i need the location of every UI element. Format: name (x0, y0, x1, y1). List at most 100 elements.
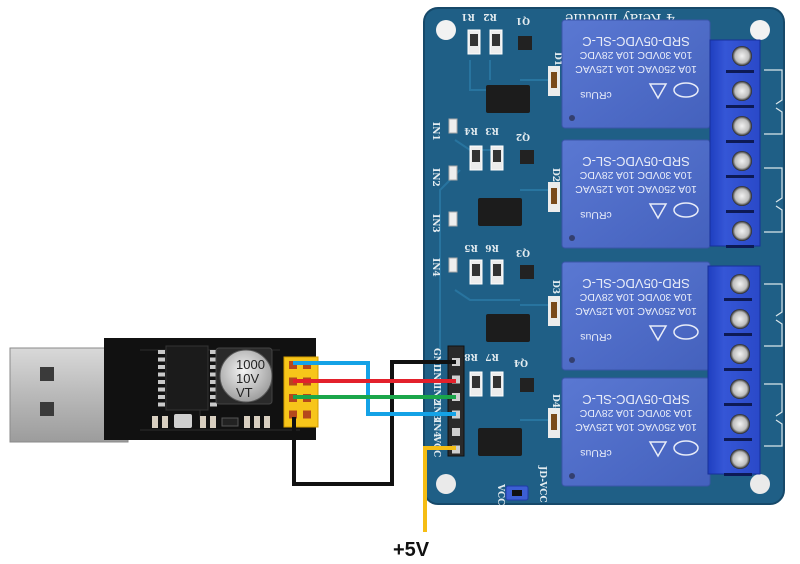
svg-text:10A 250VAC 10A 125VAC: 10A 250VAC 10A 125VAC (575, 183, 697, 195)
svg-text:JD-VCC: JD-VCC (537, 465, 547, 503)
svg-text:D1: D1 (552, 52, 562, 66)
svg-text:Q2: Q2 (516, 131, 530, 141)
svg-text:SRD-05VDC-SL-C: SRD-05VDC-SL-C (582, 392, 690, 407)
svg-text:SRD-05VDC-SL-C: SRD-05VDC-SL-C (582, 154, 690, 169)
optocoupler (486, 85, 530, 113)
svg-text:R8: R8 (464, 351, 478, 361)
svg-text:IN3: IN3 (431, 402, 441, 421)
svg-text:R6: R6 (485, 242, 499, 252)
wire-gnd-black (292, 360, 456, 486)
svg-text:D2: D2 (550, 168, 560, 182)
svg-text:IN1: IN1 (430, 122, 440, 141)
relays: SRD-05VDC-SL-C 10A 30VDC 10A 28VDC 10A 2… (561, 19, 711, 487)
mounting-hole (750, 474, 770, 494)
channel-3-components: R5 R6 Q3 D3 (464, 242, 560, 342)
svg-text:IN1: IN1 (431, 368, 441, 387)
terminal-block-bottom (707, 265, 761, 476)
header-pin-in4[interactable] (452, 428, 460, 436)
adapter-pin[interactable] (303, 410, 311, 419)
wire-in3-blue (293, 361, 456, 416)
svg-text:Q3: Q3 (516, 247, 530, 257)
channel-1-components: R1 R2 Q1 D1 (461, 11, 562, 113)
relay-module-board: 4 Relay module IN1 IN2 IN3 IN4 (423, 7, 785, 505)
terminal-screw[interactable] (732, 46, 752, 66)
crystal (174, 414, 192, 428)
channel-4-components: R8 R7 Q4 D4 (464, 351, 560, 456)
cqc-mark-icon (673, 202, 699, 218)
channel-2-components: R4 R3 Q2 D2 (464, 125, 560, 226)
svg-text:10A 30VDC 10A 28VDC: 10A 30VDC 10A 28VDC (579, 407, 692, 419)
led-in3 (448, 211, 458, 227)
terminal-screw[interactable] (730, 344, 750, 364)
svg-text:IN4: IN4 (430, 258, 440, 277)
cqc-mark-icon (673, 324, 699, 340)
electrolytic-capacitor: 1000 10V VT (215, 347, 273, 405)
svg-text:D3: D3 (550, 280, 560, 294)
terminal-screw[interactable] (730, 309, 750, 329)
terminal-screw[interactable] (732, 221, 752, 241)
terminal-screw[interactable] (730, 414, 750, 434)
terminal-block-top (709, 39, 761, 248)
wires (292, 360, 456, 532)
svg-text:R2: R2 (483, 11, 497, 21)
warning-triangle-icon (648, 325, 668, 342)
terminal-screw[interactable] (732, 81, 752, 101)
status-leds (448, 118, 458, 273)
svg-text:IN4: IN4 (431, 419, 441, 438)
svg-text:VT: VT (236, 385, 253, 400)
terminal-screw[interactable] (730, 379, 750, 399)
svg-text:cRUus: cRUus (580, 209, 612, 221)
svg-text:D4: D4 (550, 394, 560, 408)
terminal-screw[interactable] (730, 274, 750, 294)
svg-text:IN2: IN2 (431, 385, 441, 404)
led-in2 (448, 165, 458, 181)
relay-k1: SRD-05VDC-SL-C 10A 30VDC 10A 28VDC 10A 2… (561, 19, 711, 129)
cqc-mark-icon (673, 440, 699, 456)
svg-text:cRUus: cRUus (580, 89, 612, 101)
relay-k4: SRD-05VDC-SL-C 10A 30VDC 10A 28VDC 10A 2… (561, 377, 711, 487)
led-in1 (448, 118, 458, 134)
terminal-screw[interactable] (732, 186, 752, 206)
usb-serial-chip (165, 345, 209, 411)
usb-ttl-adapter: 1000 10V VT (9, 338, 319, 443)
warning-triangle-icon (648, 83, 668, 100)
svg-text:10A 250VAC 10A 125VAC: 10A 250VAC 10A 125VAC (575, 63, 697, 75)
mounting-hole (750, 20, 770, 40)
usb-slot (40, 367, 54, 381)
svg-text:R4: R4 (464, 125, 478, 135)
svg-text:SRD-05VDC-SL-C: SRD-05VDC-SL-C (582, 34, 690, 49)
mounting-hole (436, 474, 456, 494)
relay-k3: SRD-05VDC-SL-C 10A 30VDC 10A 28VDC 10A 2… (561, 261, 711, 371)
svg-text:1000: 1000 (236, 357, 265, 372)
svg-text:R1: R1 (461, 11, 475, 21)
svg-text:R3: R3 (485, 125, 499, 135)
relay-k2: SRD-05VDC-SL-C 10A 30VDC 10A 28VDC 10A 2… (561, 139, 711, 249)
adapter-pin[interactable] (289, 410, 297, 419)
adapter-pin-header (283, 356, 319, 428)
svg-text:Q4: Q4 (514, 357, 528, 367)
led-in4 (448, 257, 458, 273)
svg-text:IN2: IN2 (430, 168, 440, 187)
svg-text:R7: R7 (485, 351, 499, 361)
terminal-screw[interactable] (730, 449, 750, 469)
transistor (518, 36, 532, 50)
terminal-screw[interactable] (732, 116, 752, 136)
usb-slot (40, 402, 54, 416)
warning-triangle-icon (648, 441, 668, 458)
svg-text:10A 30VDC 10A 28VDC: 10A 30VDC 10A 28VDC (579, 169, 692, 181)
side-labels: IN1 IN2 IN3 IN4 (430, 122, 440, 277)
terminal-screw[interactable] (732, 151, 752, 171)
supply-label: +5V (393, 539, 430, 561)
warning-triangle-icon (648, 203, 668, 220)
jd-vcc-jumper[interactable]: VCC JD-VCC (495, 465, 547, 505)
svg-text:GND: GND (431, 348, 441, 372)
svg-text:10V: 10V (236, 371, 259, 386)
svg-text:10A 250VAC 10A 125VAC: 10A 250VAC 10A 125VAC (575, 305, 697, 317)
svg-text:Q1: Q1 (516, 15, 530, 25)
mounting-hole (436, 20, 456, 40)
svg-text:10A 30VDC 10A 28VDC: 10A 30VDC 10A 28VDC (579, 291, 692, 303)
svg-text:IN3: IN3 (430, 214, 440, 233)
wire-vcc-yellow (423, 446, 456, 532)
svg-text:10A 30VDC 10A 28VDC: 10A 30VDC 10A 28VDC (579, 49, 692, 61)
